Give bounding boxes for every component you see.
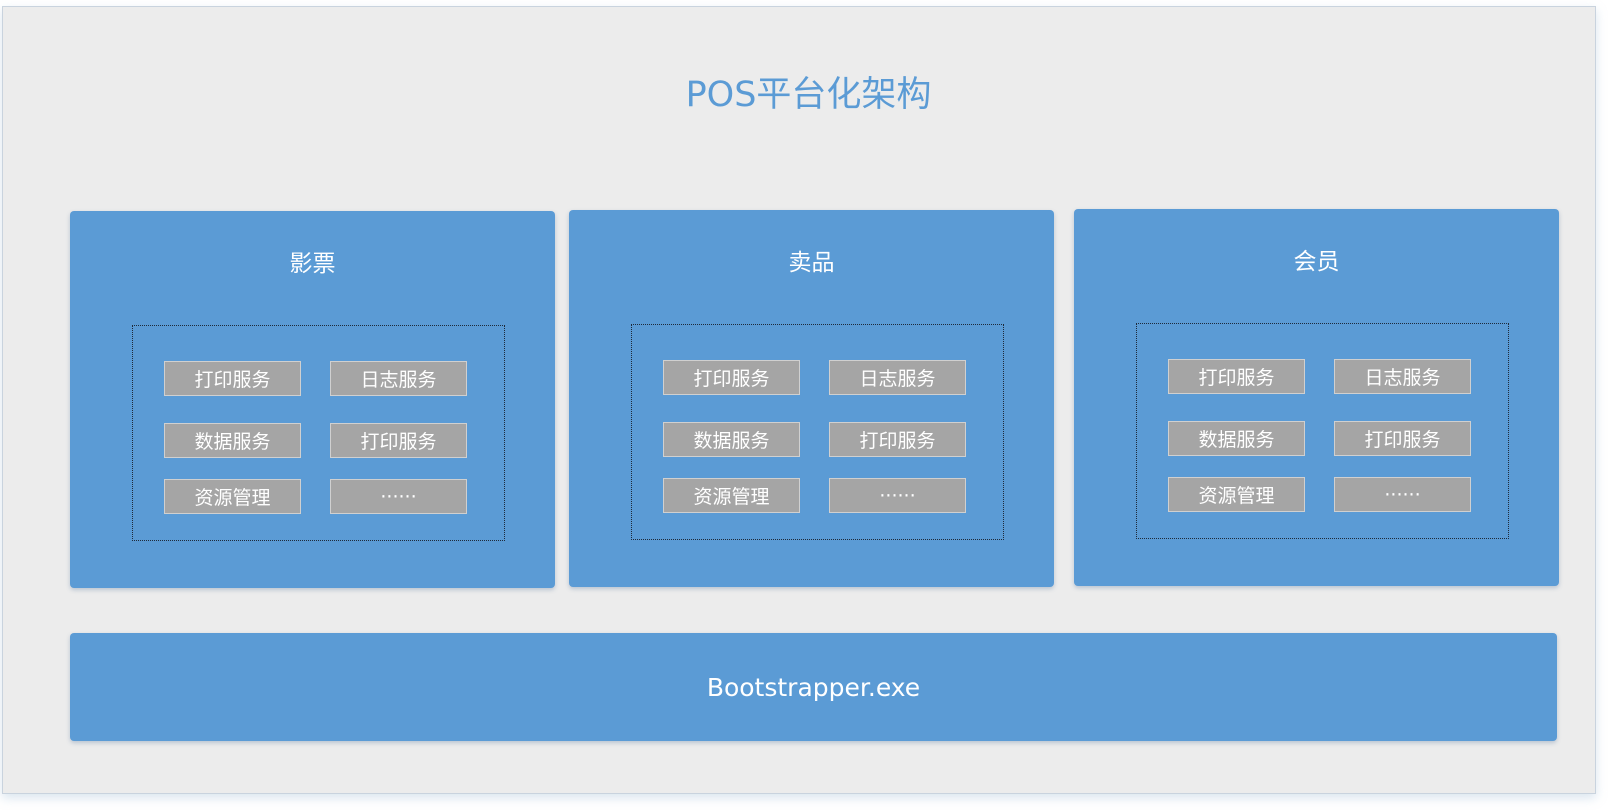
- module-panel: 卖品打印服务日志服务数据服务打印服务资源管理······: [569, 210, 1054, 587]
- service-box: 日志服务: [330, 361, 467, 396]
- module-title: 影票: [289, 251, 336, 277]
- service-box: 打印服务: [1334, 421, 1471, 456]
- service-box: 打印服务: [829, 422, 966, 457]
- module-title: 卖品: [788, 250, 835, 276]
- service-box: 打印服务: [330, 423, 467, 458]
- service-box: 数据服务: [164, 423, 301, 458]
- service-box: ······: [1334, 477, 1471, 512]
- service-box: 数据服务: [1168, 421, 1305, 456]
- module-panel: 影票打印服务日志服务数据服务打印服务资源管理······: [70, 211, 555, 588]
- service-box: 打印服务: [1168, 359, 1305, 394]
- module-panel: 会员打印服务日志服务数据服务打印服务资源管理······: [1074, 209, 1559, 586]
- service-box: 资源管理: [663, 478, 800, 513]
- services-group: 打印服务日志服务数据服务打印服务资源管理······: [631, 324, 1004, 540]
- service-box: 资源管理: [1168, 477, 1305, 512]
- service-box: 数据服务: [663, 422, 800, 457]
- service-box: ······: [829, 478, 966, 513]
- service-box: 日志服务: [1334, 359, 1471, 394]
- diagram-title: POS平台化架构: [685, 75, 932, 115]
- services-group: 打印服务日志服务数据服务打印服务资源管理······: [1136, 323, 1509, 539]
- module-title: 会员: [1293, 249, 1340, 275]
- service-box: ······: [330, 479, 467, 514]
- service-box: 打印服务: [164, 361, 301, 396]
- bootstrapper-block: Bootstrapper.exe: [70, 633, 1557, 741]
- service-box: 打印服务: [663, 360, 800, 395]
- services-group: 打印服务日志服务数据服务打印服务资源管理······: [132, 325, 505, 541]
- service-box: 日志服务: [829, 360, 966, 395]
- service-box: 资源管理: [164, 479, 301, 514]
